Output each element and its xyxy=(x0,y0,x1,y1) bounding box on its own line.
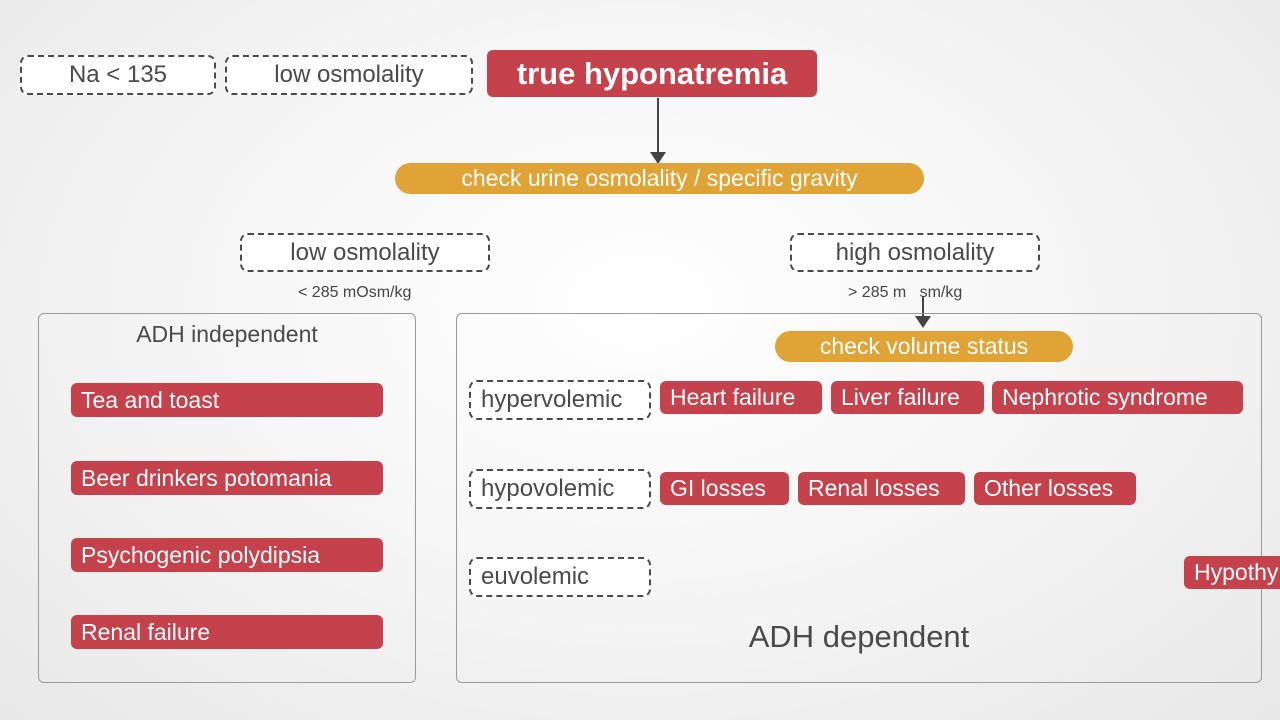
cause-hypothyroidism-partial: Hypothy xyxy=(1184,556,1280,589)
cause-heart-failure: Heart failure xyxy=(660,381,822,414)
hypovolemic-chip: hypovolemic xyxy=(469,469,651,509)
adh-dependent-title: ADH dependent xyxy=(748,619,970,654)
cause-gi-losses: GI losses xyxy=(660,472,789,505)
adh-independent-title: ADH independent xyxy=(136,321,318,347)
true-hyponatremia-tag: true hyponatremia xyxy=(487,50,817,97)
cause-tea-and-toast: Tea and toast xyxy=(71,383,383,417)
cause-renal-losses: Renal losses xyxy=(798,472,965,505)
serum-low-osmolality-chip: low osmolality xyxy=(225,55,473,95)
cause-liver-failure: Liver failure xyxy=(831,381,984,414)
arrow-head-volume xyxy=(915,316,931,328)
arrow-head-urine xyxy=(650,152,666,164)
cause-nephrotic-syndrome: Nephrotic syndrome xyxy=(992,381,1243,414)
cause-beer-drinkers-potomania: Beer drinkers potomania xyxy=(71,461,383,495)
urine-low-osmolality-chip: low osmolality xyxy=(240,233,490,272)
sodium-threshold-chip: Na < 135 xyxy=(20,55,216,95)
urine-high-osmolality-chip: high osmolality xyxy=(790,233,1040,272)
check-urine-osmolality-pill: check urine osmolality / specific gravit… xyxy=(395,163,924,194)
adh-independent-panel xyxy=(38,313,416,683)
cause-renal-failure: Renal failure xyxy=(71,615,383,649)
high-osmolality-threshold: > 285 m sm/kg xyxy=(848,284,963,301)
adh-dependent-panel xyxy=(456,313,1262,683)
low-osmolality-threshold: < 285 mOsm/kg xyxy=(298,284,412,301)
hypervolemic-chip: hypervolemic xyxy=(469,380,651,420)
cause-other-losses: Other losses xyxy=(974,472,1136,505)
euvolemic-chip: euvolemic xyxy=(469,557,651,597)
cause-psychogenic-polydipsia: Psychogenic polydipsia xyxy=(71,538,383,572)
check-volume-status-pill: check volume status xyxy=(775,331,1073,362)
